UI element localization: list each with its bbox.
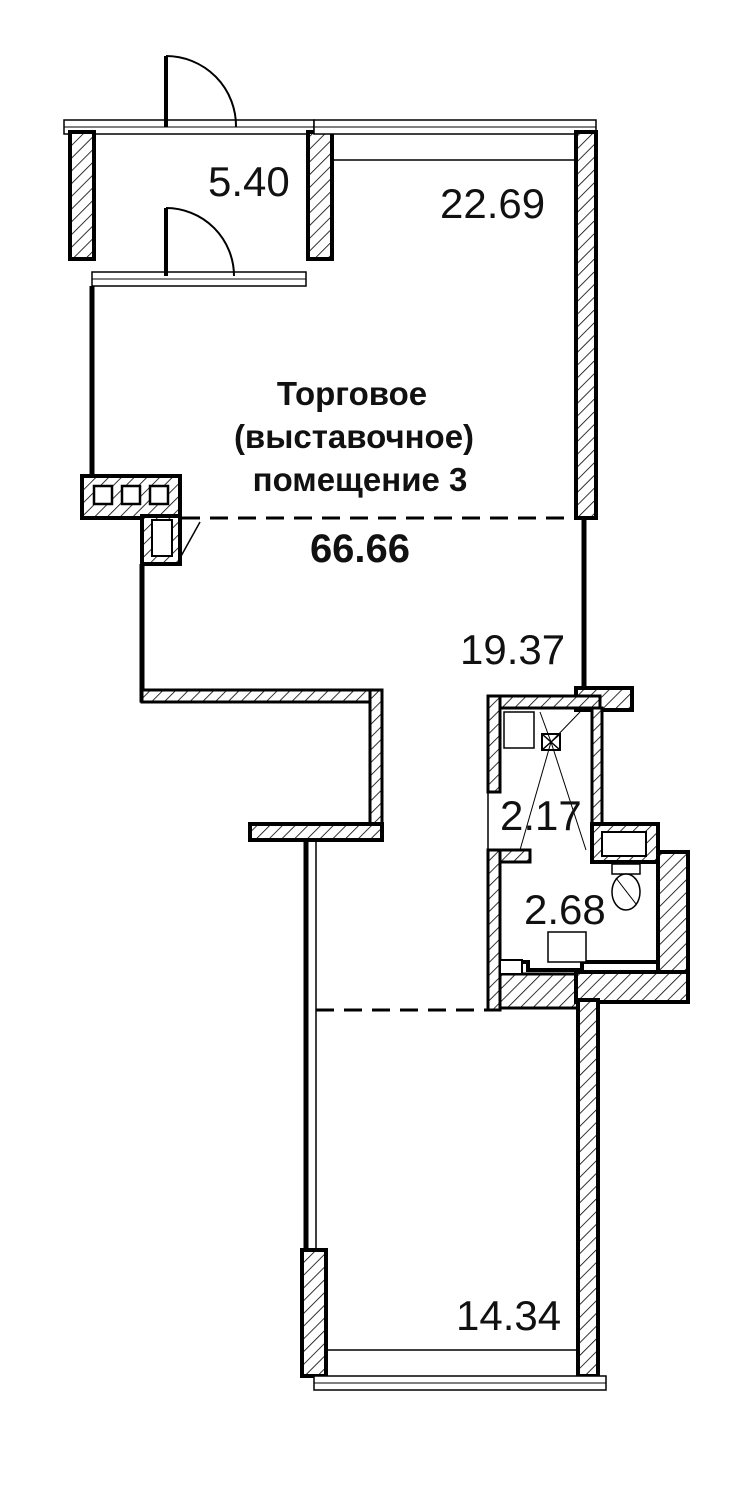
room-title-line1: Торговое: [277, 375, 427, 412]
upper-hall: [80, 119, 598, 566]
wall-column-bottom-left: [300, 1248, 328, 1378]
sink-icon: [547, 931, 587, 963]
toilet-icon: [611, 863, 641, 911]
area-vestibule: 5.40: [208, 158, 290, 205]
door-outer: [164, 55, 238, 128]
room-title-line2: (выставочное): [234, 418, 474, 455]
shower-tray: [503, 711, 535, 749]
wall-column-left: [68, 130, 96, 261]
total-area: 66.66: [310, 527, 410, 571]
bathroom-block: [486, 686, 690, 1012]
area-hall-bottom: 14.34: [456, 1292, 561, 1339]
wall-right-lower: [576, 998, 600, 1378]
area-bath-lower: 2.68: [524, 886, 606, 933]
wall-column-right: [306, 130, 334, 261]
room-title-line3: помещение 3: [253, 461, 468, 498]
area-hall-top: 22.69: [440, 180, 545, 227]
wall-right-upper: [574, 130, 598, 520]
lower-hall: [300, 840, 607, 1391]
ventilation-shafts: [80, 474, 201, 566]
wall-ledge: [248, 822, 384, 842]
middle-hall: [139, 518, 587, 842]
area-hall-middle: 19.37: [460, 626, 565, 673]
area-bath-upper: 2.17: [500, 792, 582, 839]
door-inner: [164, 207, 235, 277]
vestibule: [63, 55, 334, 287]
